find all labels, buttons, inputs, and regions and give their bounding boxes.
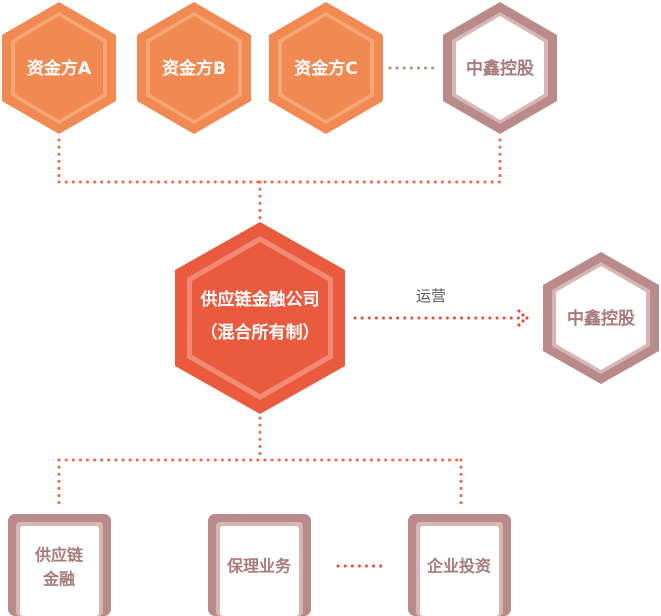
- center-node-line2: （混合所有制）: [201, 322, 320, 343]
- top-node-zhongxin-label: 中鑫控股: [466, 58, 534, 79]
- bottom-node-factoring-label: 保理业务: [226, 557, 292, 576]
- top-node-c-label: 资金方C: [294, 58, 357, 79]
- right-node-label: 中鑫控股: [567, 308, 635, 329]
- right-node-zhongxin[interactable]: 中鑫控股: [543, 252, 659, 384]
- top-node-a-label: 资金方A: [27, 58, 92, 79]
- bottom-node-factoring[interactable]: 保理业务: [208, 514, 311, 616]
- top-node-c[interactable]: 资金方C: [269, 2, 383, 134]
- bottom-node-investment-label: 企业投资: [426, 557, 491, 576]
- bottom-node-investment[interactable]: 企业投资: [408, 514, 511, 616]
- bottom-node-supply-chain-line1: 供应链: [34, 546, 84, 565]
- top-node-b-label: 资金方B: [162, 58, 226, 79]
- operation-arrowhead: [517, 309, 529, 327]
- top-node-a[interactable]: 资金方A: [2, 2, 116, 134]
- connectors: [57, 66, 529, 568]
- center-node-line1: 供应链金融公司: [200, 289, 320, 310]
- bottom-node-supply-chain[interactable]: 供应链 金融: [8, 514, 111, 616]
- center-node[interactable]: 供应链金融公司 （混合所有制）: [175, 222, 345, 414]
- bottom-node-supply-chain-line2: 金融: [42, 570, 75, 589]
- top-node-zhongxin[interactable]: 中鑫控股: [443, 2, 557, 134]
- top-node-b[interactable]: 资金方B: [137, 2, 251, 134]
- operation-label: 运营: [416, 287, 446, 305]
